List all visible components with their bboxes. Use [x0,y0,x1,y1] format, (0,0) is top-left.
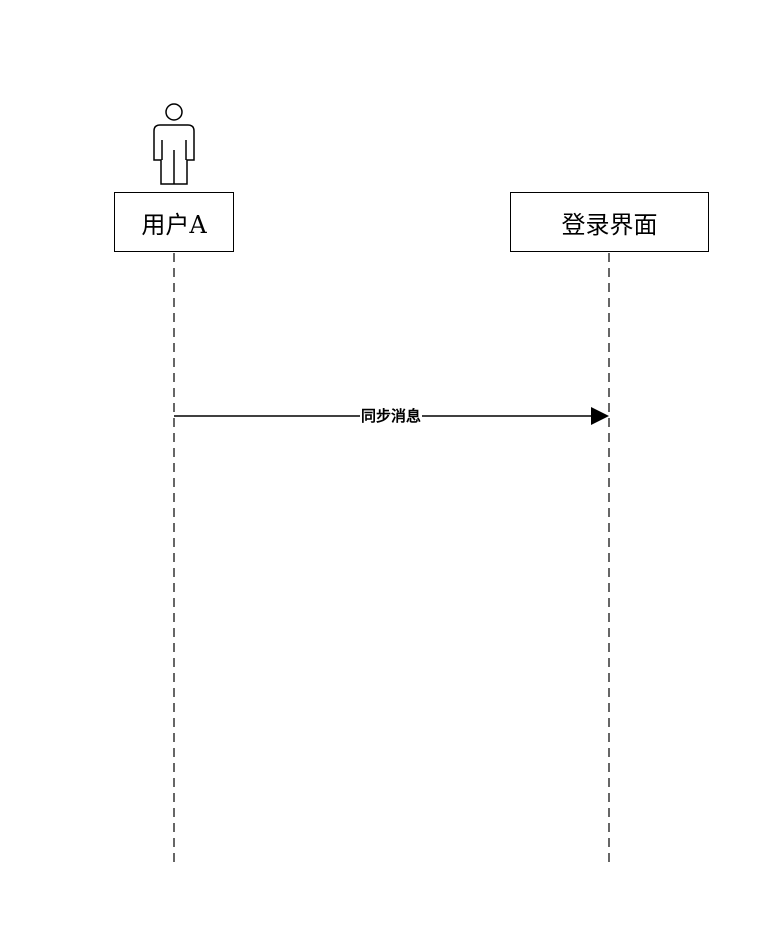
actor-icon [153,103,195,185]
lifeline-label-user-a: 用户A [141,210,207,239]
lifeline-label-login-screen: 登录界面 [561,210,658,239]
message-arrowhead [591,407,609,425]
lifeline-box-user-a: 用户A [114,192,234,252]
lifeline-box-login-screen: 登录界面 [510,192,709,252]
message-label: 同步消息 [359,407,423,425]
